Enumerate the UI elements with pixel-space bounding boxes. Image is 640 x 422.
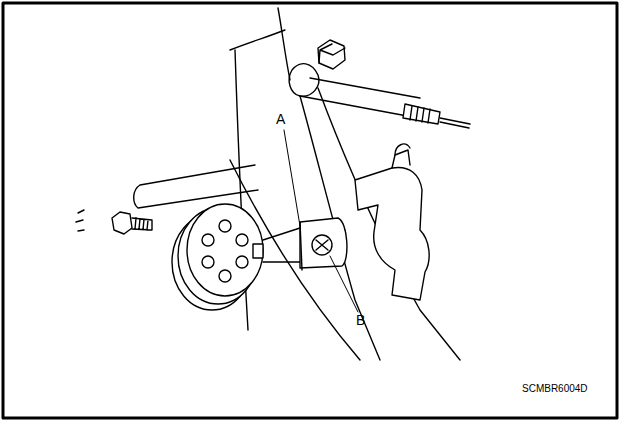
switch-face <box>187 204 263 296</box>
illustration-lines <box>3 3 617 418</box>
motion-mark <box>76 210 84 231</box>
bracket <box>355 167 429 300</box>
clip-edge <box>300 222 302 270</box>
body-line <box>230 30 285 50</box>
shaft <box>134 165 258 208</box>
leader-line <box>330 256 358 312</box>
figure-code: SCMBR6004D <box>522 384 588 394</box>
thread <box>410 106 430 123</box>
hole <box>202 234 214 246</box>
callout-letter: B <box>356 313 365 327</box>
arm-link <box>300 78 420 118</box>
hole <box>219 270 231 282</box>
body-line <box>278 8 290 80</box>
callout-letter: A <box>276 112 285 126</box>
bolt-head <box>112 212 132 234</box>
bolt-thread <box>132 218 152 230</box>
hole <box>202 256 214 268</box>
clip-pin <box>312 235 332 255</box>
switch-plunger <box>253 244 263 258</box>
clip <box>300 218 347 268</box>
pushrod <box>440 118 470 128</box>
hole <box>236 234 248 246</box>
hex-nut-edge <box>319 44 345 63</box>
pivot-boss <box>289 64 319 97</box>
bracket-tab <box>395 144 410 155</box>
frame <box>3 3 617 418</box>
hole <box>219 220 231 232</box>
leader-line <box>284 130 300 226</box>
clip-pin-mark <box>316 240 328 250</box>
rod-end <box>403 104 440 124</box>
pedal-arm <box>300 96 380 360</box>
hole <box>236 256 248 268</box>
hex-nut <box>318 40 345 69</box>
